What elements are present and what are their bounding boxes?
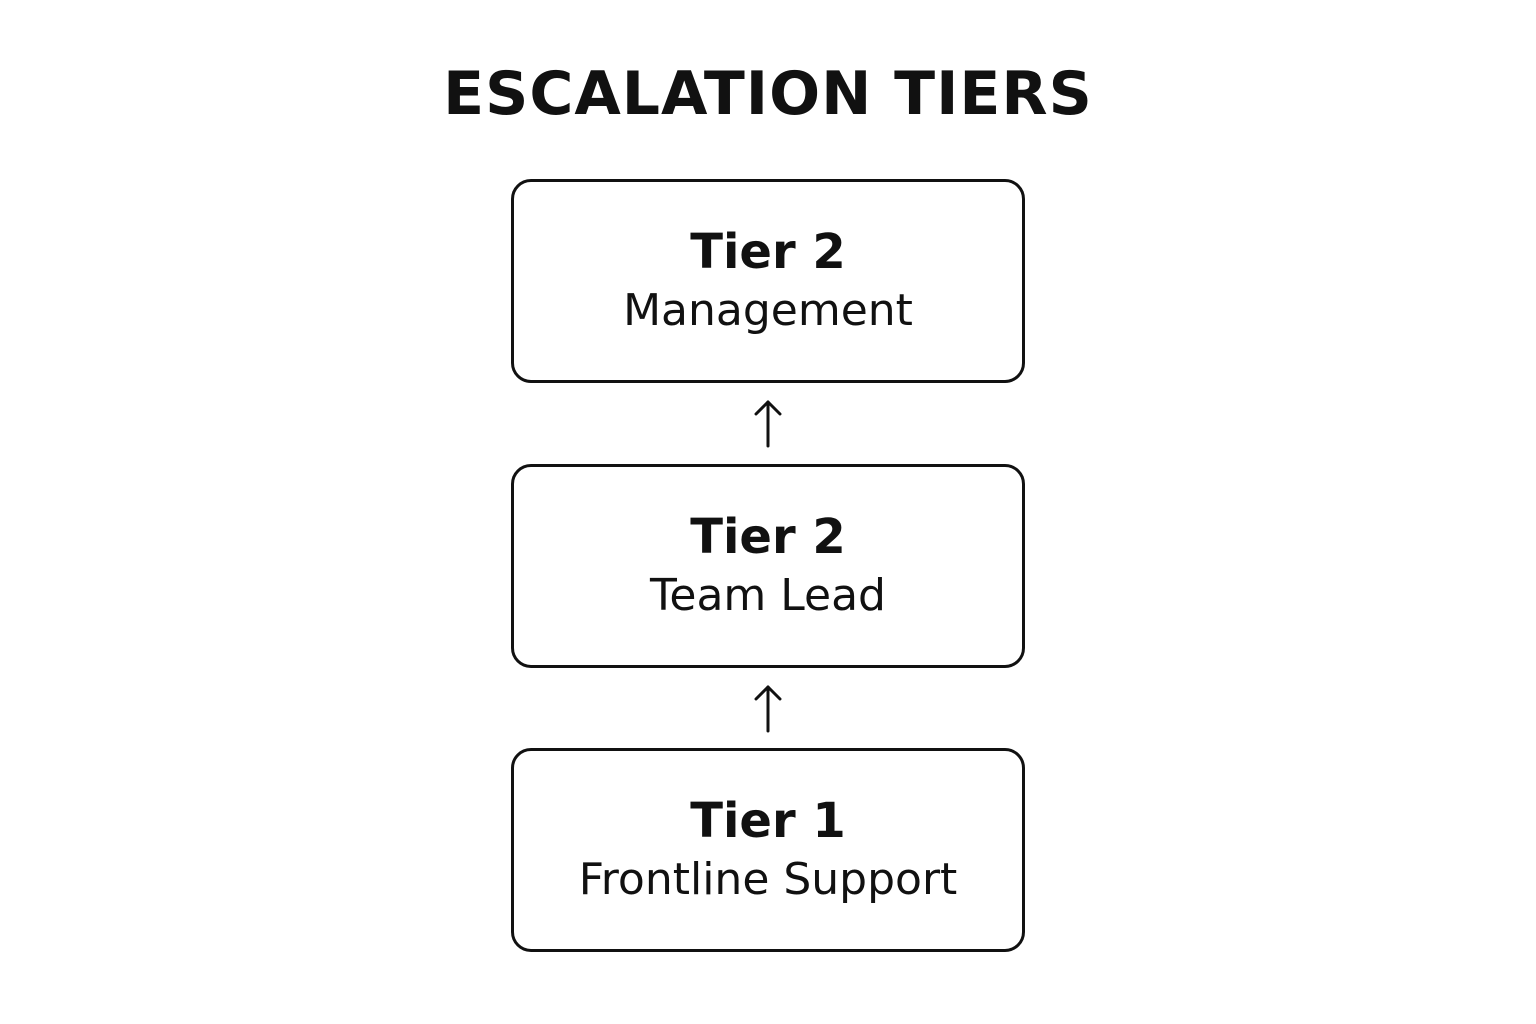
tier-name: Tier 1 xyxy=(690,793,846,849)
tier-role: Team Lead xyxy=(650,570,886,621)
tier-box-frontline-support: Tier 1 Frontline Support xyxy=(511,748,1025,952)
tier-box-team-lead: Tier 2 Team Lead xyxy=(511,464,1025,668)
tier-role: Management xyxy=(623,285,913,336)
arrow-up-icon xyxy=(754,685,782,733)
arrow-up-icon xyxy=(754,400,782,448)
tier-role: Frontline Support xyxy=(578,854,958,905)
tier-name: Tier 2 xyxy=(690,509,846,565)
tier-box-management: Tier 2 Management xyxy=(511,179,1025,383)
diagram-title: ESCALATION TIERS xyxy=(443,59,1093,129)
tier-name: Tier 2 xyxy=(690,224,846,280)
